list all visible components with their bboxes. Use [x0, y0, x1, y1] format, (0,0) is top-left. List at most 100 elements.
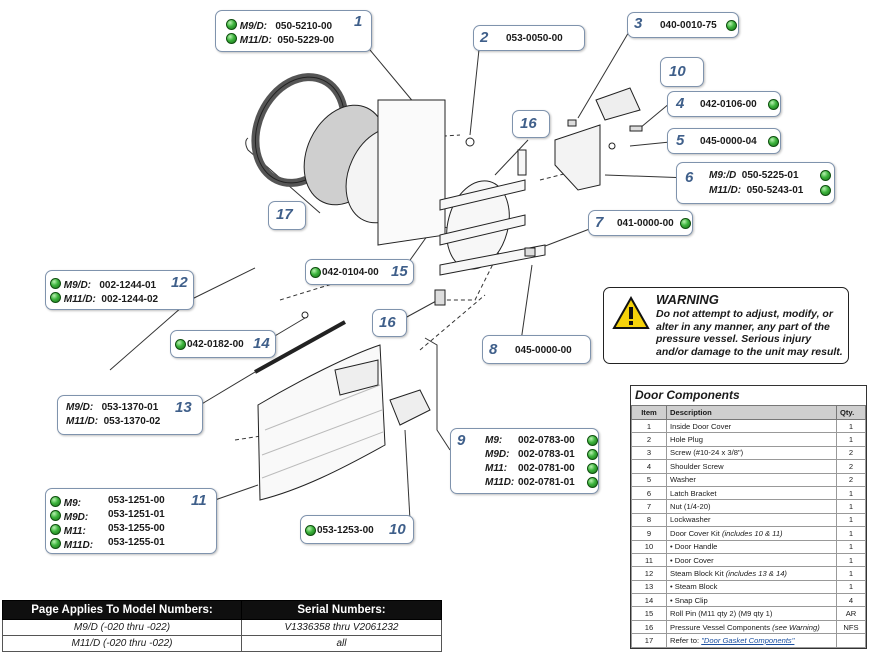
qty-cell: 2	[836, 445, 866, 461]
model-label: M9D:	[485, 449, 510, 460]
warning-triangle-icon	[612, 296, 650, 329]
warning-title: WARNING	[656, 292, 719, 307]
part-number: 042-0106-00	[700, 99, 757, 110]
model-label: M11:	[485, 463, 508, 474]
description-cell: Door Cover Kit (includes 10 & 11)	[666, 526, 837, 541]
description-text: Refer to:	[670, 635, 702, 645]
qty-cell: 1	[836, 485, 866, 501]
model-label: M9/D:	[66, 402, 94, 413]
callout-number: 11	[191, 492, 207, 509]
part-number: 042-0182-00	[187, 339, 244, 350]
model-label: M9:	[63, 498, 82, 509]
model-label: M11/D:	[63, 294, 96, 305]
item-cell: 16	[631, 619, 667, 635]
item-cell: 4	[631, 459, 667, 474]
model-cell: M11/D (-020 thru -022)	[2, 635, 242, 652]
callout-item-15: 042-0104-00 15	[305, 259, 414, 285]
part-number: 002-1244-02	[101, 294, 159, 305]
description-text: Washer	[670, 475, 696, 485]
model-label: M9/D:	[239, 21, 268, 32]
callout-number: 8	[489, 341, 498, 358]
description-cell: • Door Cover	[666, 552, 837, 568]
callout-item-1: 1 M9/D: 050-5210-00 M11/D: 050-5229-00	[215, 10, 372, 52]
part-number: 053-1370-01	[101, 402, 159, 413]
description-note: (see Warning)	[772, 622, 820, 632]
callout-number: 12	[171, 274, 188, 291]
callout-item-6: 6 M9:/D 050-5225-01 M11/D: 050-5243-01	[676, 162, 835, 204]
part-number: 050-5229-00	[277, 35, 335, 46]
model-serial-table: Page Applies To Model Numbers: Serial Nu…	[2, 600, 442, 652]
qty-cell: 1	[836, 432, 866, 447]
status-dot-icon	[50, 496, 61, 507]
table-row: M11/D (-020 thru -022) all	[2, 635, 442, 652]
part-number: 053-1253-00	[317, 525, 374, 536]
model-label: M11/D:	[709, 185, 742, 196]
model-label: M9/D:	[63, 280, 92, 291]
part-number: 045-0000-00	[515, 345, 572, 356]
qty-cell: 1	[836, 418, 866, 434]
callout-item-10-lower: 053-1253-00 10	[300, 515, 414, 544]
status-dot-icon	[587, 463, 598, 474]
warning-box: WARNING Do not attempt to adjust, modify…	[603, 287, 849, 364]
callout-number: 15	[391, 263, 408, 280]
part-number: 053-1251-01	[108, 509, 165, 520]
description-text: Latch Bracket	[670, 488, 717, 498]
status-dot-icon	[587, 435, 598, 446]
callout-number: 16	[520, 115, 537, 132]
callout-item-7: 7 041-0000-00	[588, 210, 693, 236]
status-dot-icon	[587, 449, 598, 460]
model-label: M9:/D	[709, 170, 737, 181]
item-cell: 5	[631, 472, 667, 487]
callout-number: 9	[457, 432, 466, 449]
description-text: Nut (1/4-20)	[670, 502, 711, 512]
qty-cell: 4	[836, 593, 866, 608]
part-number: 041-0000-00	[617, 218, 674, 229]
status-dot-icon	[305, 525, 316, 536]
callout-item-16-top: 16	[512, 110, 550, 138]
status-dot-icon	[50, 292, 61, 303]
description-cell: • Door Handle	[666, 539, 837, 554]
model-cell: M9/D (-020 thru -022)	[2, 619, 242, 636]
callout-item-2: 2 053-0050-00	[473, 25, 585, 51]
status-dot-icon	[226, 19, 237, 30]
callout-number: 6	[685, 169, 694, 186]
column-header: Description	[666, 405, 837, 420]
part-number: 002-0783-01	[518, 449, 575, 460]
part-number: 053-1255-00	[108, 523, 165, 534]
door-gasket-link[interactable]: "Door Gasket Components"	[701, 635, 795, 645]
callout-number: 4	[676, 95, 685, 112]
description-cell: Pressure Vessel Components (see Warning)	[666, 619, 837, 635]
description-text: • Door Cover	[670, 555, 714, 565]
item-cell: 1	[631, 418, 667, 434]
qty-cell: 1	[836, 579, 866, 595]
description-cell: • Steam Block	[666, 579, 837, 595]
description-text: Steam Block Kit	[670, 568, 724, 578]
qty-cell: 1	[836, 566, 866, 581]
description-cell: Refer to: "Door Gasket Components"	[666, 633, 837, 648]
callout-item-12: M9/D: 002-1244-01 M11/D: 002-1244-02 12	[45, 270, 194, 310]
qty-cell: AR	[836, 606, 866, 621]
callout-item-17: 17	[268, 201, 306, 230]
description-text: Inside Door Cover	[670, 421, 732, 431]
description-cell: Roll Pin (M11 qty 2) (M9 qty 1)	[666, 606, 837, 621]
callout-item-11: M9: 053-1251-00 M9D: 053-1251-01 M11: 05…	[45, 488, 217, 554]
model-label: M11D:	[63, 540, 94, 551]
column-header: Qty.	[836, 405, 866, 420]
status-dot-icon	[310, 267, 321, 278]
callout-number: 16	[379, 314, 396, 331]
serial-cell: all	[241, 635, 442, 652]
part-number: 042-0104-00	[322, 267, 379, 278]
